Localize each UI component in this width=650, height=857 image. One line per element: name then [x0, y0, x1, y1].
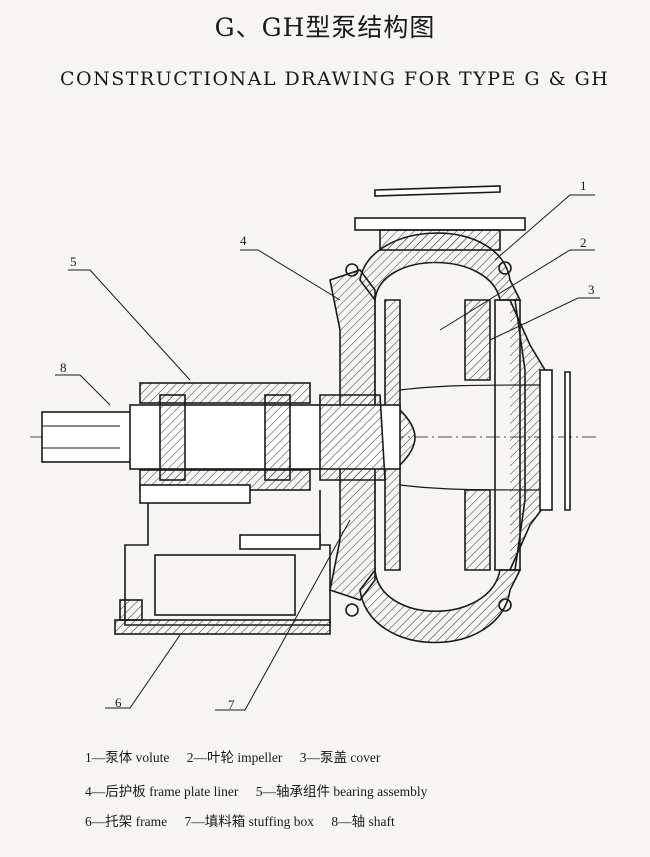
callout-4: 4	[240, 233, 247, 248]
callout-1: 1	[580, 178, 587, 193]
leader-lines	[55, 194, 600, 711]
legend-row-2: 4—后护板 frame plate liner 5—轴承组件 bearing a…	[85, 780, 441, 800]
stuffing-box	[319, 394, 386, 481]
legend-item: 1—泵体 volute	[85, 750, 170, 765]
callout-3: 3	[588, 282, 595, 297]
legend-item: 2—叶轮 impeller	[186, 750, 283, 765]
legend-row-3: 6—托架 frame 7—填料箱 stuffing box 8—轴 shaft	[85, 810, 409, 830]
page-subtitle: CONSTRUCTIONAL DRAWING FOR TYPE G & GH	[60, 68, 610, 90]
callout-6: 6	[115, 695, 122, 710]
callout-8: 8	[60, 360, 67, 375]
legend-item: 8—轴 shaft	[331, 814, 395, 829]
callout-2: 2	[580, 235, 587, 250]
callout-5: 5	[70, 254, 77, 269]
legend-row-1: 1—泵体 volute 2—叶轮 impeller 3—泵盖 cover	[85, 746, 394, 766]
legend-item: 7—填料箱 stuffing box	[184, 814, 314, 829]
suction-flange	[539, 369, 571, 511]
frame-base	[114, 484, 331, 635]
legend-item: 3—泵盖 cover	[299, 750, 381, 765]
legend-item: 6—托架 frame	[85, 814, 168, 829]
page-title: G、GH型泵结构图	[214, 13, 436, 42]
legend-item: 4—后护板 frame plate liner	[85, 784, 239, 799]
legend-item: 5—轴承组件 bearing assembly	[255, 784, 428, 799]
callout-7: 7	[228, 697, 235, 712]
